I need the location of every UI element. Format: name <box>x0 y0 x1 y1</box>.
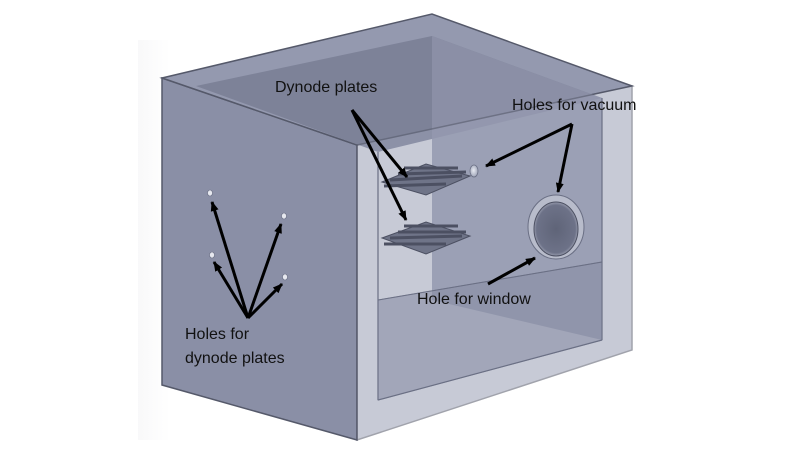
arrow-dynode-hole-1 <box>210 201 250 319</box>
label-holes-for-dynode-plates-line2: dynode plates <box>185 350 285 367</box>
arrow-dynode-hole-3 <box>212 261 250 319</box>
dynode-hole-1 <box>207 189 213 197</box>
window-hole-inner <box>533 201 579 257</box>
label-holes-for-vacuum: Holes for vacuum <box>512 97 637 114</box>
dynode-hole-3 <box>209 251 215 259</box>
arrow-vacuum-left <box>485 122 573 168</box>
dynode-plate-upper <box>380 163 472 196</box>
vacuum-hole-left <box>469 164 479 178</box>
arrow-window <box>487 256 536 286</box>
dynode-hole-2 <box>281 212 287 220</box>
arrows <box>210 109 574 320</box>
arrow-dynode-hole-2 <box>246 223 283 319</box>
arrow-vacuum-right <box>555 123 574 193</box>
label-dynode-plates: Dynode plates <box>275 79 377 96</box>
arrow-dynode-plates-upper <box>350 109 409 178</box>
dynode-hole-4 <box>282 273 288 281</box>
label-holes-for-dynode-plates-line1: Holes for <box>185 326 250 343</box>
arrow-dynode-plates-lower <box>350 109 408 221</box>
arrow-dynode-hole-4 <box>246 282 284 320</box>
label-hole-for-window: Hole for window <box>417 291 531 308</box>
dynode-plate-lower <box>380 221 472 255</box>
